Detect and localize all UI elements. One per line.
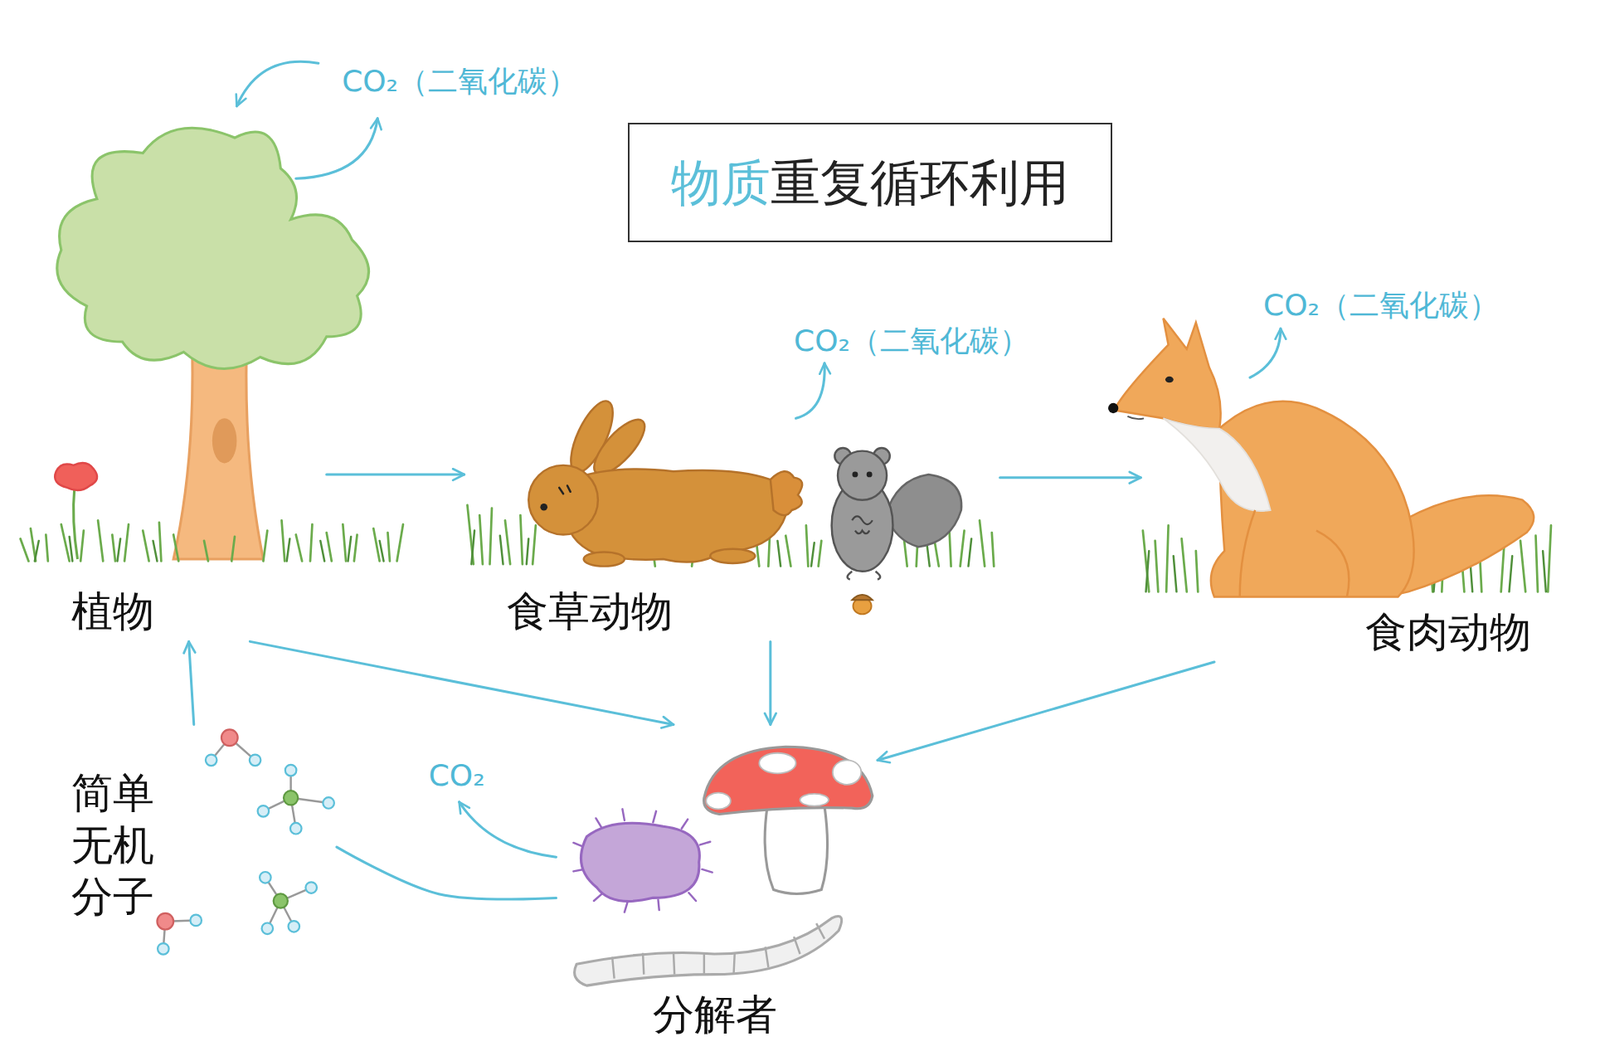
hydrogen-atom xyxy=(205,754,218,767)
flow-arrow xyxy=(877,661,1215,761)
hydrogen-atom xyxy=(322,797,335,809)
hydrogen-atom xyxy=(249,754,262,767)
flow-arrow xyxy=(1000,476,1142,479)
node-label: 食草动物 xyxy=(506,586,673,637)
co2-arrow xyxy=(236,61,318,107)
co2-label: CO₂（二氧化碳） xyxy=(341,63,578,99)
mushroom-spot xyxy=(832,759,861,785)
squirrel-paws xyxy=(851,515,873,534)
flow-arrow xyxy=(768,641,772,725)
rabbit-foot xyxy=(710,549,755,564)
organism-group: 食肉动物 xyxy=(1140,306,1570,662)
rabbit-tail xyxy=(770,471,803,516)
molecule-bonds xyxy=(163,737,329,949)
co2-arrow xyxy=(296,118,378,180)
hydrogen-atom xyxy=(285,764,297,777)
mushroom-spot xyxy=(800,793,829,807)
tree-knot xyxy=(212,418,238,463)
node-label: 分解者 xyxy=(652,989,778,1040)
squirrel-eye xyxy=(866,471,873,477)
hydrogen-atom xyxy=(257,805,270,818)
rabbit-body xyxy=(566,468,789,562)
title-box: 物质重复循环利用 xyxy=(627,122,1113,243)
grass xyxy=(34,536,385,562)
co2-label: CO₂（二氧化碳） xyxy=(793,322,1030,359)
node-label: 植物 xyxy=(71,586,155,637)
rabbit-foot xyxy=(583,551,625,566)
squirrel-eye xyxy=(851,471,858,477)
flow-arrow xyxy=(326,473,465,477)
rabbit-eye xyxy=(539,503,548,511)
microbe-hairs xyxy=(573,808,712,912)
co2-arrow xyxy=(796,363,826,419)
squirrel-feet xyxy=(847,571,881,580)
mushroom-spot xyxy=(705,792,731,810)
grass xyxy=(20,520,404,561)
worm-segments xyxy=(612,923,825,978)
fox-nose xyxy=(1108,403,1119,414)
hydrogen-atom xyxy=(262,922,274,934)
flow-arrow xyxy=(189,641,195,725)
hydrogen-atom xyxy=(290,822,302,835)
rabbit-eyebrow xyxy=(559,485,571,494)
mushroom-cap xyxy=(704,746,873,814)
fox-eye xyxy=(1165,376,1174,383)
organism-group: 分解者 xyxy=(555,724,878,1046)
flow-arrow xyxy=(249,641,674,725)
organism-group: 植物 xyxy=(14,122,326,642)
rabbit-head xyxy=(528,465,599,535)
mushroom-spot xyxy=(758,753,796,774)
oxygen-atom xyxy=(156,913,174,930)
flower-stem xyxy=(73,487,78,560)
node-label: 食肉动物 xyxy=(1365,607,1532,657)
hydrogen-atom xyxy=(305,881,317,894)
carbon-atom xyxy=(273,893,288,908)
carbon-atom xyxy=(283,790,298,805)
node-label: 简单无机分子 xyxy=(71,767,163,924)
hydrogen-atom xyxy=(288,920,301,933)
worm xyxy=(574,916,842,986)
microbe xyxy=(580,822,700,901)
hydrogen-atom xyxy=(189,914,202,927)
organism-group: 简单无机分子 xyxy=(66,724,337,969)
fox-legs xyxy=(1240,510,1350,598)
acorn-cap xyxy=(851,594,873,600)
flower xyxy=(54,462,98,491)
tree-canopy xyxy=(57,127,370,369)
oxygen-atom xyxy=(221,729,239,746)
co2-arrow xyxy=(459,802,557,857)
co2-arrow xyxy=(1249,328,1281,378)
hydrogen-atom xyxy=(157,943,170,955)
co2-label: CO₂（二氧化碳） xyxy=(1263,286,1499,323)
flow-arrow xyxy=(336,846,557,900)
co2-label: CO₂ xyxy=(428,757,486,793)
fox-mouth xyxy=(1127,416,1144,419)
squirrel-tail xyxy=(885,474,962,547)
hydrogen-atom xyxy=(259,871,272,884)
mushroom-stem xyxy=(764,806,827,895)
title-text: 物质重复循环利用 xyxy=(671,152,1070,213)
fox-chest xyxy=(1162,418,1270,511)
squirrel-head xyxy=(837,451,887,501)
fox-head xyxy=(1113,318,1221,429)
organism-group: 食草动物 xyxy=(464,387,1001,642)
